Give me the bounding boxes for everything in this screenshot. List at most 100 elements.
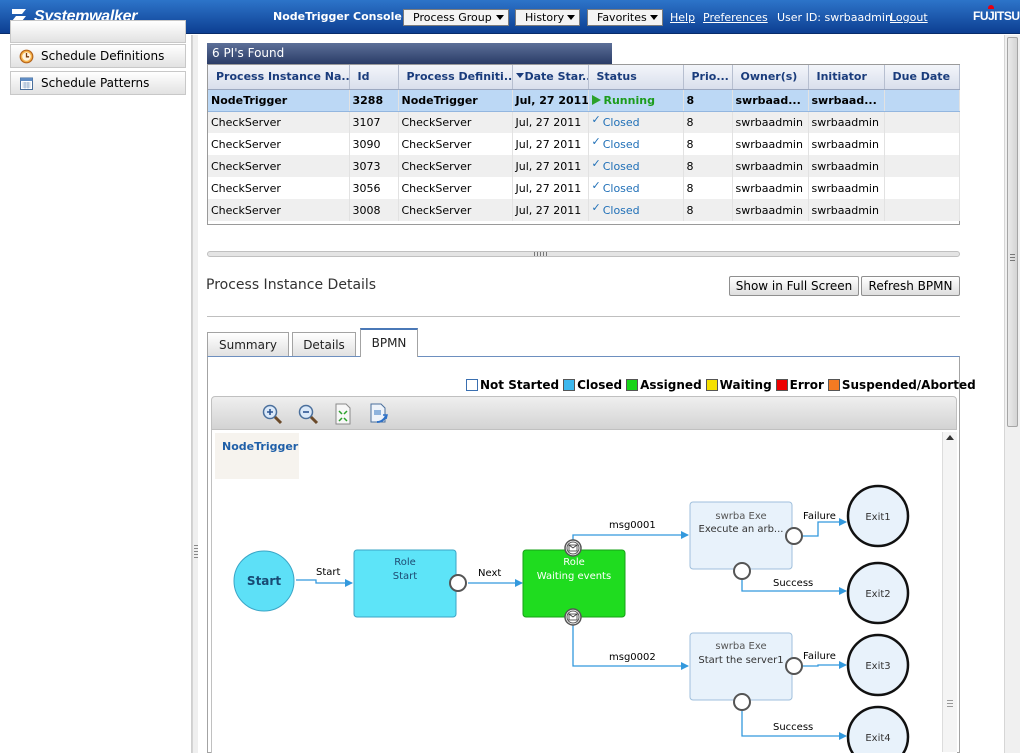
legend-waiting: Waiting [705,378,772,392]
boundary-event [785,657,803,675]
cell-due [884,88,960,112]
grip-icon [947,700,953,707]
cell-priority: 8 [683,199,733,221]
sidebar-item-label: Schedule Definitions [41,49,165,63]
cell-priority: 8 [683,177,733,199]
boundary-event [733,693,751,711]
cell-id: 3008 [349,199,399,221]
panel-splitter[interactable] [207,251,960,257]
logout-link[interactable]: Logout [890,11,928,24]
status-text: Closed [602,203,640,217]
chevron-down-icon [567,15,575,20]
bpmn-canvas[interactable]: NodeTrigger Start Role [211,430,957,753]
table-row[interactable]: CheckServer 3073 CheckServer Jul, 27 201… [208,155,960,177]
column-header[interactable]: Initiator [808,65,885,90]
edge-label-msg0002: msg0002 [609,652,656,663]
cell-owner: swrbaadmin [732,111,809,133]
process-instance-table: Process Instance Na... Id Process Defini… [208,65,960,221]
table-row[interactable]: CheckServer 3056 CheckServer Jul, 27 201… [208,177,960,199]
cell-initiator: swrbaadmin [808,177,885,199]
cell-priority: 8 [683,133,733,155]
cell-initiator: swrbaadmin [808,199,885,221]
cell-definition: CheckServer [398,199,513,221]
sidebar-item-label: Schedule Patterns [41,76,150,90]
exit-event-1[interactable] [846,484,910,548]
column-header[interactable]: Process Definiti... [398,65,513,90]
checkmark-icon: ✓ [591,134,601,148]
menu-favorites[interactable]: Favorites [587,9,663,26]
exit-event-label: Exit2 [865,589,890,600]
column-header[interactable]: Process Instance Na... [208,65,350,90]
user-id: User ID: swrbaadmin [777,11,892,24]
sidebar-splitter[interactable] [192,35,198,753]
menu-process-group[interactable]: Process Group [403,9,509,26]
sort-descending-icon [515,73,524,79]
fit-to-window-icon[interactable] [331,402,355,426]
task-exe1-line2: Execute an arb... [699,524,784,535]
scroll-up-icon[interactable] [946,435,954,440]
export-icon[interactable] [367,402,391,426]
zoom-out-icon[interactable] [296,402,320,426]
exit-event-label: Exit3 [865,661,890,672]
cell-id: 3056 [349,177,399,199]
cell-status: ✓Closed [588,133,684,155]
table-row[interactable]: CheckServer 3008 CheckServer Jul, 27 201… [208,199,960,221]
cell-owner: swrbaadmin [732,155,809,177]
scrollbar-thumb[interactable] [1007,37,1018,427]
cell-definition: CheckServer [398,155,513,177]
tab-summary[interactable]: Summary [207,332,289,356]
exit-event-4[interactable] [846,705,910,753]
column-header[interactable]: Id [349,65,399,90]
cell-name: CheckServer [208,111,350,133]
legend-label: Waiting [719,378,772,392]
column-header[interactable]: Due Date [884,65,960,90]
sidebar-item-hidden[interactable] [10,20,186,43]
column-header[interactable]: Prio... [683,65,733,90]
exit-event-3[interactable] [846,633,910,697]
start-event[interactable] [233,550,295,612]
cell-status: ✓Closed [588,155,684,177]
calendar-icon [20,77,33,90]
table-row[interactable]: CheckServer 3090 CheckServer Jul, 27 201… [208,133,960,155]
legend-assigned: Assigned [626,378,702,392]
menu-history[interactable]: History [515,9,580,26]
column-header-sorted[interactable]: Date Star... [512,65,589,90]
table-row[interactable]: CheckServer 3107 CheckServer Jul, 27 201… [208,111,960,133]
preferences-link[interactable]: Preferences [703,11,768,24]
page-scrollbar[interactable] [1004,35,1020,753]
cell-name: NodeTrigger [208,88,350,112]
canvas-scrollbar[interactable] [942,432,957,752]
edge-msg0002 [572,623,689,670]
cell-due [884,199,960,221]
legend-not-started: Not Started [466,378,559,392]
legend-label: Closed [577,378,623,392]
cell-priority: 8 [683,88,733,112]
cell-definition: NodeTrigger [398,88,513,112]
cell-date: Jul, 27 2011 [512,155,589,177]
exit-event-2[interactable] [846,561,910,625]
task-role-start-line1: Role [394,557,416,568]
bpmn-diagram: Start Role Start Role Waiting events [233,484,910,753]
tab-details[interactable]: Details [292,332,356,356]
refresh-bpmn-button[interactable]: Refresh BPMN [861,276,960,296]
show-full-screen-button[interactable]: Show in Full Screen [729,276,859,296]
column-header[interactable]: Status [588,65,684,90]
console-title: NodeTrigger Console [273,10,402,23]
edge-success-1 [741,579,847,595]
task-role-start-line2: Start [393,571,418,582]
status-text: Closed [602,159,640,173]
sidebar-item-schedule-patterns[interactable]: Schedule Patterns [10,71,186,95]
help-link[interactable]: Help [670,11,696,24]
table-row[interactable]: NodeTrigger 3288 NodeTrigger Jul, 27 201… [208,88,960,112]
zoom-in-icon[interactable] [260,402,284,426]
sidebar-item-schedule-definitions[interactable]: Schedule Definitions [10,44,186,68]
legend-label: Suspended/Aborted [841,378,976,392]
column-header[interactable]: Owner(s) [732,65,809,90]
cell-due [884,177,960,199]
vendor-logo: FUJITSU [973,9,1020,23]
edge-label-start: Start [316,567,341,578]
grip-icon [1010,254,1015,261]
tab-bpmn[interactable]: BPMN [360,328,418,357]
cell-name: CheckServer [208,133,350,155]
checkmark-icon: ✓ [591,156,601,170]
